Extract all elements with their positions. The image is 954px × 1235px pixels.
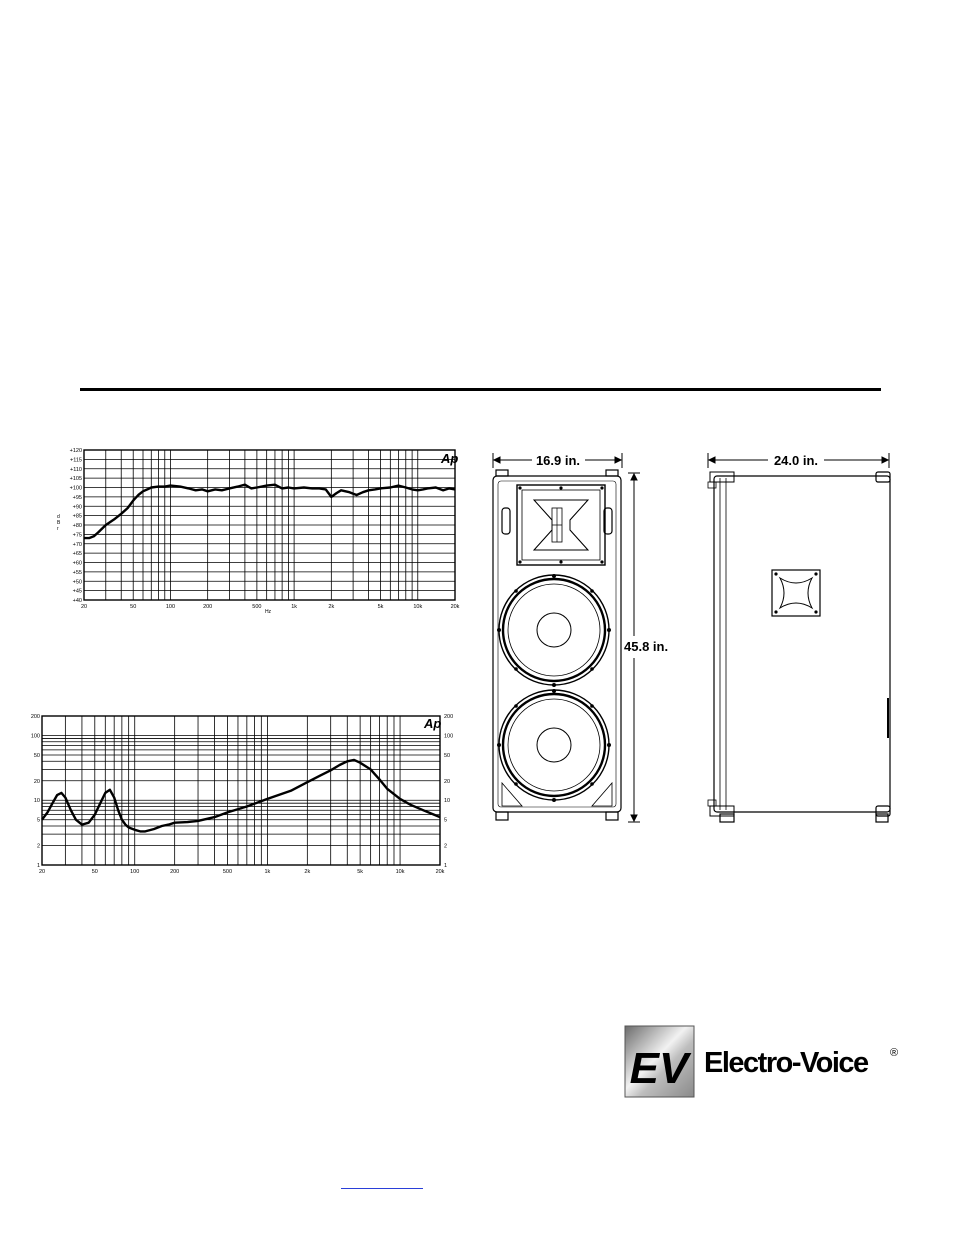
- ev-badge-mark: EV: [630, 1044, 692, 1093]
- x-tick-label: 500: [252, 604, 261, 610]
- y-tick-label: 5: [37, 818, 40, 824]
- y-tick-label: +95: [73, 495, 82, 501]
- y-tick-label-right: 1: [444, 863, 447, 869]
- registered-mark: ®: [890, 1047, 898, 1059]
- y-tick-label: 20: [34, 779, 40, 785]
- side-cabinet-outline: [714, 476, 890, 812]
- x-tick-label: 2k: [328, 604, 334, 610]
- cabinet-foot: [606, 470, 618, 476]
- y-tick-label: +70: [73, 542, 82, 548]
- side-depth-label: 24.0 in.: [774, 453, 818, 468]
- y-tick-label-right: 5: [444, 818, 447, 824]
- electro-voice-logo: EV Electro-Voice ®: [624, 1025, 904, 1100]
- x-tick-label: 500: [223, 869, 232, 875]
- horn-driver: [517, 485, 605, 565]
- y-tick-label: 200: [31, 714, 40, 720]
- x-tick-label: 20k: [436, 869, 445, 875]
- horizontal-rule: [80, 388, 881, 391]
- footer-link-underline[interactable]: [341, 1176, 423, 1189]
- x-tick-label: 50: [130, 604, 136, 610]
- x-tick-label: 1k: [264, 869, 270, 875]
- y-tick-label: 100: [31, 733, 40, 739]
- y-tick-label: +50: [73, 579, 82, 585]
- frequency-response-grid: [84, 450, 455, 600]
- impedance-curve: [42, 760, 440, 832]
- cabinet-foot: [876, 814, 888, 822]
- x-tick-label: 2k: [304, 869, 310, 875]
- impedance-grid: [42, 716, 440, 865]
- cabinet-foot: [496, 812, 508, 820]
- cabinet-foot: [606, 812, 618, 820]
- handle: [502, 508, 510, 534]
- x-tick-label: 100: [130, 869, 139, 875]
- frequency-response-xlabel: Hz: [265, 609, 272, 615]
- side-handle: [772, 570, 820, 616]
- x-tick-label: 200: [203, 604, 212, 610]
- y-tick-label-right: 20: [444, 779, 450, 785]
- y-tick-label: +75: [73, 532, 82, 538]
- y-tick-label-right: 50: [444, 753, 450, 759]
- port: [502, 783, 522, 806]
- brand-name: Electro-Voice: [704, 1047, 869, 1079]
- y-tick-label: +110: [70, 467, 82, 473]
- y-tick-label: +100: [70, 486, 82, 492]
- x-tick-label: 5k: [378, 604, 384, 610]
- y-tick-label: +45: [73, 589, 82, 595]
- cabinet-foot: [496, 470, 508, 476]
- frequency-response-curve: [84, 485, 455, 538]
- y-tick-label: +80: [73, 523, 82, 529]
- impedance-x-ticks: 20 50 100 200 500 1k 2k 5k 10k 20k: [39, 869, 445, 875]
- side-view-drawing: 24.0 in.: [700, 448, 900, 830]
- port: [592, 783, 612, 806]
- y-tick-label: 50: [34, 753, 40, 759]
- y-tick-label: +115: [70, 457, 82, 463]
- y-tick-label: +90: [73, 504, 82, 510]
- x-tick-label: 10k: [396, 869, 405, 875]
- cabinet-foot: [720, 814, 734, 822]
- x-tick-label: 100: [166, 604, 175, 610]
- x-tick-label: 20k: [451, 604, 460, 610]
- front-width-label: 16.9 in.: [536, 453, 580, 468]
- x-tick-label: 10k: [413, 604, 422, 610]
- y-tick-label: +120: [70, 448, 82, 454]
- front-height-label: 45.8 in.: [624, 639, 668, 654]
- x-tick-label: 50: [92, 869, 98, 875]
- frequency-response-y-ticks: +40+45+50+55+60+65+70+75+80+85+90+95+100…: [70, 448, 82, 604]
- cabinet-foot: [876, 472, 890, 482]
- front-view-drawing: 16.9 in. 45.8 in.: [488, 448, 678, 830]
- ap-logo: Ap: [440, 451, 458, 466]
- x-tick-label: 1k: [291, 604, 297, 610]
- x-tick-label: 5k: [357, 869, 363, 875]
- y-tick-label: +65: [73, 551, 82, 557]
- y-tick-label-right: 10: [444, 798, 450, 804]
- y-tick-label: +60: [73, 561, 82, 567]
- frequency-response-ylabel-r: r: [57, 526, 59, 532]
- x-tick-label: 20: [81, 604, 87, 610]
- ap-logo: Ap: [423, 716, 441, 731]
- y-tick-label: +55: [73, 570, 82, 576]
- y-tick-label: +105: [70, 476, 82, 482]
- y-tick-label: 10: [34, 798, 40, 804]
- x-tick-label: 200: [170, 869, 179, 875]
- y-tick-label-right: 200: [444, 714, 453, 720]
- y-tick-label-right: 100: [444, 733, 453, 739]
- y-tick-label: 2: [37, 844, 40, 850]
- frequency-response-chart: +40+45+50+55+60+65+70+75+80+85+90+95+100…: [55, 446, 465, 618]
- y-tick-label-right: 2: [444, 844, 447, 850]
- x-tick-label: 20: [39, 869, 45, 875]
- y-tick-label: +85: [73, 514, 82, 520]
